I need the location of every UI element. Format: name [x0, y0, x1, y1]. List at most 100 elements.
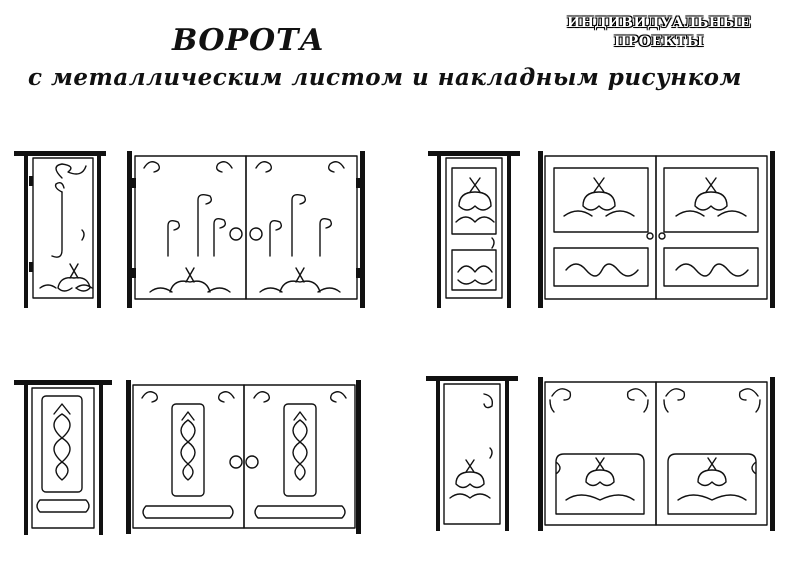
corner-scrolls	[256, 162, 344, 172]
gate-design-1	[14, 151, 365, 308]
heart-medallion	[54, 404, 70, 480]
corner-scrolls	[628, 389, 648, 412]
page-subtitle: с металлическим листом и накладным рисун…	[28, 64, 742, 91]
wicket-1	[14, 151, 106, 308]
gate-ring-handle	[246, 456, 258, 468]
gate-post	[356, 380, 361, 534]
wicket-post	[436, 381, 440, 531]
hinge	[132, 178, 136, 188]
cross-ornament	[186, 268, 194, 282]
wicket-door	[33, 158, 93, 298]
tall-scroll	[270, 221, 281, 256]
heart-scroll	[566, 458, 634, 500]
scroll-curl	[56, 183, 64, 192]
hinge	[29, 262, 33, 272]
hinge	[132, 268, 136, 278]
scroll-row	[458, 266, 492, 284]
wicket-post	[505, 381, 509, 531]
gate-post	[360, 151, 365, 308]
tall-scroll	[292, 195, 305, 256]
heart-medallion	[181, 412, 195, 480]
gate-leaf-right	[246, 156, 357, 299]
corner-scrolls	[740, 389, 760, 412]
heart-scroll	[676, 178, 746, 216]
gate-latch	[647, 233, 653, 239]
gate-ring-handle	[230, 456, 242, 468]
page-title: ВОРОТА	[172, 23, 325, 58]
gate-post	[126, 380, 131, 534]
medallion-frame	[42, 396, 82, 492]
cross-ornament	[296, 268, 304, 282]
medallion-frame	[284, 404, 316, 496]
tall-scroll	[198, 195, 211, 256]
wicket-top-bar	[426, 376, 518, 381]
heart-scroll-base	[150, 281, 230, 292]
gate-ring-handle	[230, 228, 242, 240]
heart-scroll	[450, 460, 490, 498]
gate-design-3	[14, 380, 361, 535]
cross-ornament	[70, 264, 78, 278]
lower-panel	[664, 248, 758, 286]
corner-scrolls	[144, 162, 232, 172]
hinge	[356, 178, 360, 188]
scroll-row	[566, 264, 638, 276]
wicket-upper-panel	[452, 168, 496, 234]
wicket-2	[428, 151, 520, 308]
scroll-banner	[556, 454, 644, 514]
corner-scroll	[484, 394, 492, 408]
wicket-door	[32, 388, 94, 528]
gate-leaf-left	[545, 156, 656, 299]
scroll-row	[456, 217, 494, 222]
gate-post	[127, 151, 132, 308]
scroll-banner	[668, 454, 756, 514]
tall-scroll	[320, 219, 331, 256]
wicket-top-bar	[428, 151, 520, 156]
heart-scroll	[564, 178, 634, 216]
gate-design-4	[426, 376, 775, 531]
heart-scroll-base	[260, 281, 340, 292]
wicket-post	[99, 385, 103, 535]
handle	[490, 448, 492, 458]
scroll-stem	[52, 192, 62, 257]
scroll-row	[676, 264, 748, 276]
heart-ornament	[58, 278, 90, 291]
stamp-line-2: ПРОЕКТЫ	[613, 34, 705, 50]
double-gate-1	[127, 151, 365, 308]
handle	[82, 230, 84, 240]
hinge	[29, 176, 33, 186]
gate-latch	[659, 233, 665, 239]
scroll-ornament	[56, 164, 86, 178]
tall-scroll	[214, 219, 225, 256]
gate-post	[538, 377, 543, 531]
wicket-top-bar	[14, 380, 112, 385]
corner-scrolls	[550, 389, 570, 412]
scroll-bar	[37, 500, 89, 512]
double-gate-3	[126, 380, 361, 534]
individual-projects-stamp: ИНДИВИДУАЛЬНЫЕ ПРОЕКТЫ	[534, 14, 784, 52]
gate-design-2	[428, 151, 775, 308]
gate-leaf-right	[656, 382, 767, 525]
wicket-top-bar	[14, 151, 106, 156]
upper-panel	[554, 168, 648, 232]
corner-scrolls	[142, 392, 234, 402]
heart-ornament	[459, 178, 491, 210]
gate-ring-handle	[250, 228, 262, 240]
gate-post	[770, 151, 775, 308]
gate-post	[770, 377, 775, 531]
gate-leaf-right	[244, 385, 355, 528]
lower-panel	[554, 248, 648, 286]
gate-leaf-left	[135, 156, 246, 299]
scroll-bar	[143, 506, 233, 518]
wicket-4	[426, 376, 518, 531]
scroll-bar	[255, 506, 345, 518]
wicket-post	[97, 156, 101, 308]
double-gate-2	[538, 151, 775, 308]
wicket-door	[446, 158, 502, 298]
wicket-post	[507, 156, 511, 308]
handle	[492, 238, 494, 248]
corner-scrolls	[254, 392, 346, 402]
gate-leaf-right	[656, 156, 767, 299]
wicket-door	[444, 384, 500, 524]
double-gate-4	[538, 377, 775, 531]
